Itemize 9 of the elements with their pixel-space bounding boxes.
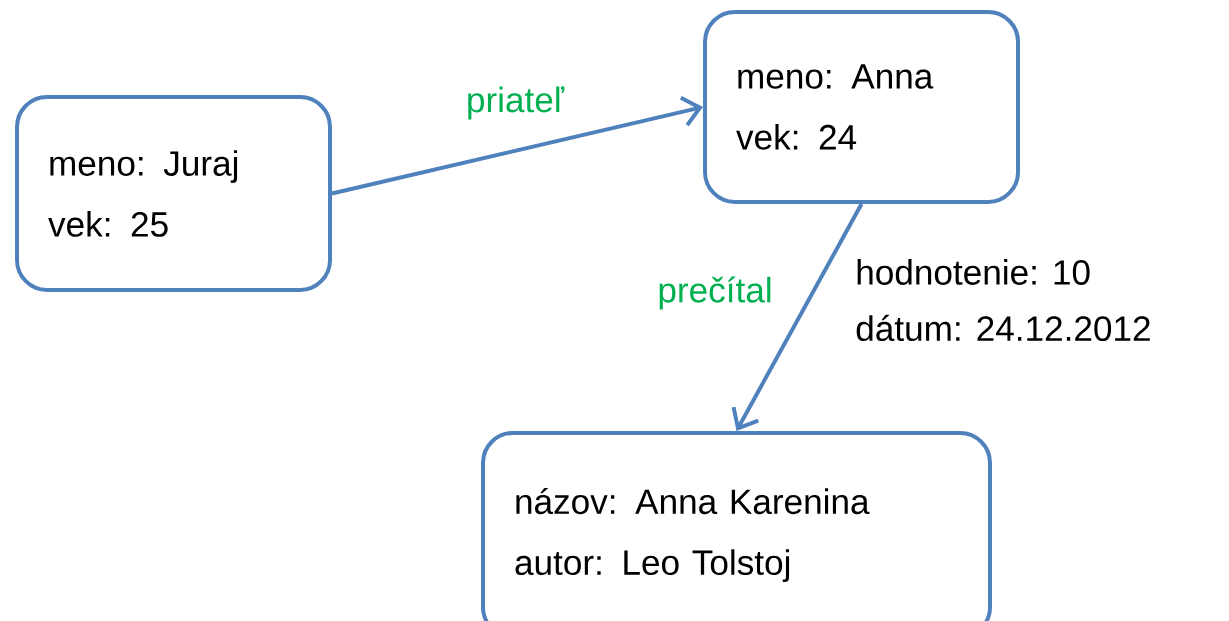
arrow: [731, 203, 864, 431]
attribute-label: hodnotenie: 10: [857, 259, 1090, 285]
edge-label: prečítal: [659, 276, 771, 310]
entity-box: názov: Anna Karenina autor: Leo Tolstoj: [481, 431, 992, 621]
entity-box: meno: Juraj vek: 25: [15, 95, 332, 292]
edge-label: priateľ: [468, 86, 565, 120]
arrow: [331, 95, 703, 196]
entity-box: meno: Anna vek: 24: [703, 10, 1020, 204]
attribute-label: dátum: 24.12.2012: [856, 314, 1150, 342]
